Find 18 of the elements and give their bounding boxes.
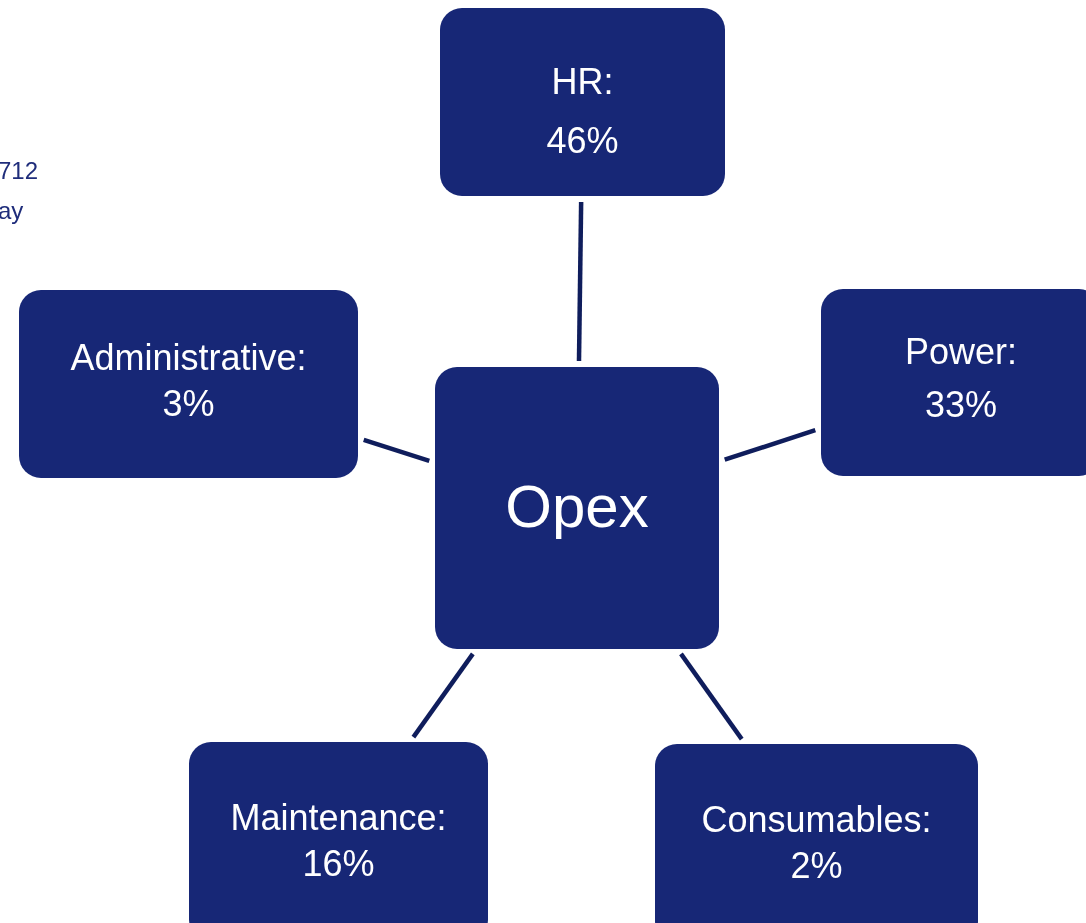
- node-label: Opex: [504, 477, 650, 537]
- connector-line: [363, 437, 430, 463]
- connector-line: [411, 652, 475, 739]
- category-box: [821, 289, 1086, 476]
- node-label: HR: 46%: [545, 60, 620, 163]
- connector-line: [576, 201, 584, 362]
- category-box: [655, 744, 978, 923]
- node-label: Consumables: 2%: [700, 798, 933, 888]
- category-box: [19, 290, 358, 478]
- connector-line: [679, 652, 744, 741]
- category-box: [440, 8, 725, 196]
- center-box: [435, 367, 719, 649]
- node-label: Power: 33%: [903, 330, 1018, 427]
- node-label: Maintenance: 16%: [229, 796, 448, 886]
- node-label: Administrative: 3%: [69, 336, 308, 426]
- category-box: [189, 742, 488, 923]
- connector-line: [724, 428, 816, 462]
- note-text: 712: [0, 157, 39, 185]
